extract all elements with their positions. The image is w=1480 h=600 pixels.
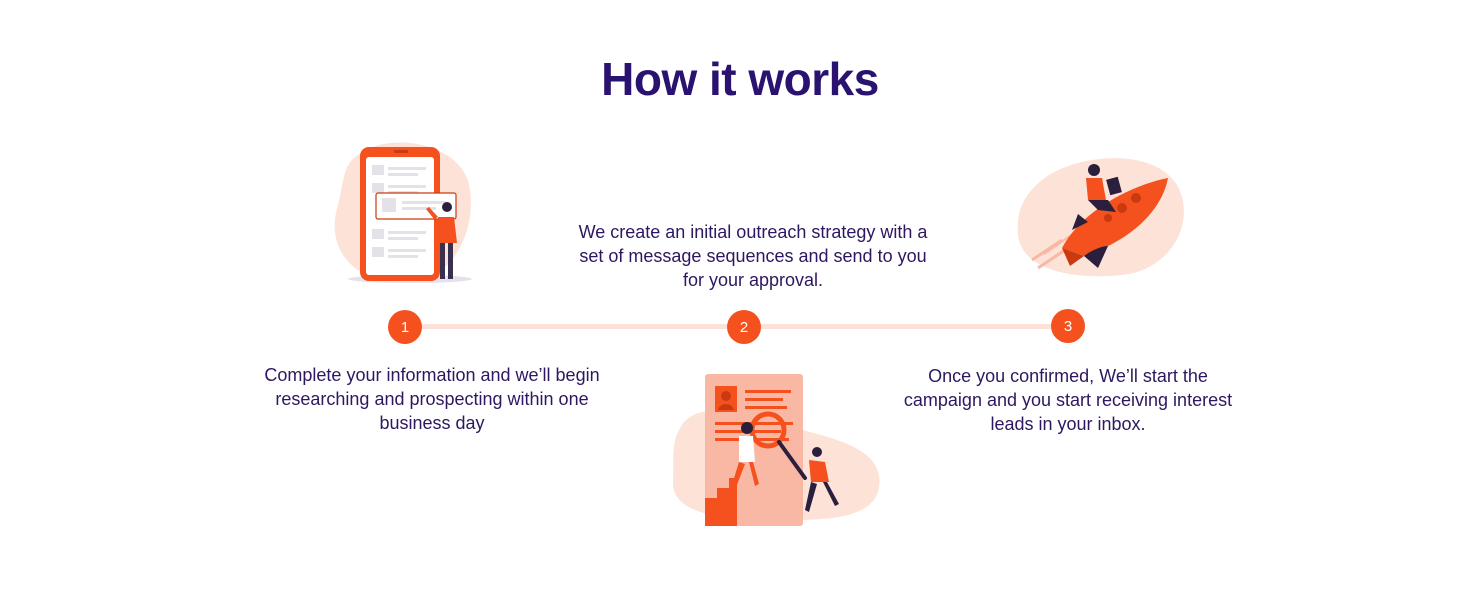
rocket-rider-icon [1017, 158, 1184, 277]
step-3-badge: 3 [1051, 309, 1085, 343]
phone-with-person-icon [334, 142, 472, 284]
step-1-badge: 1 [388, 310, 422, 344]
magnifier-research-icon [672, 374, 880, 526]
step-1-description: Complete your information and we’ll begi… [264, 365, 600, 433]
step-2-badge: 2 [727, 310, 761, 344]
step-2-description: We create an initial outreach strategy w… [578, 222, 928, 290]
step-3-description: Once you confirmed, We’ll start the camp… [903, 366, 1233, 434]
page-title: How it works [601, 53, 879, 105]
